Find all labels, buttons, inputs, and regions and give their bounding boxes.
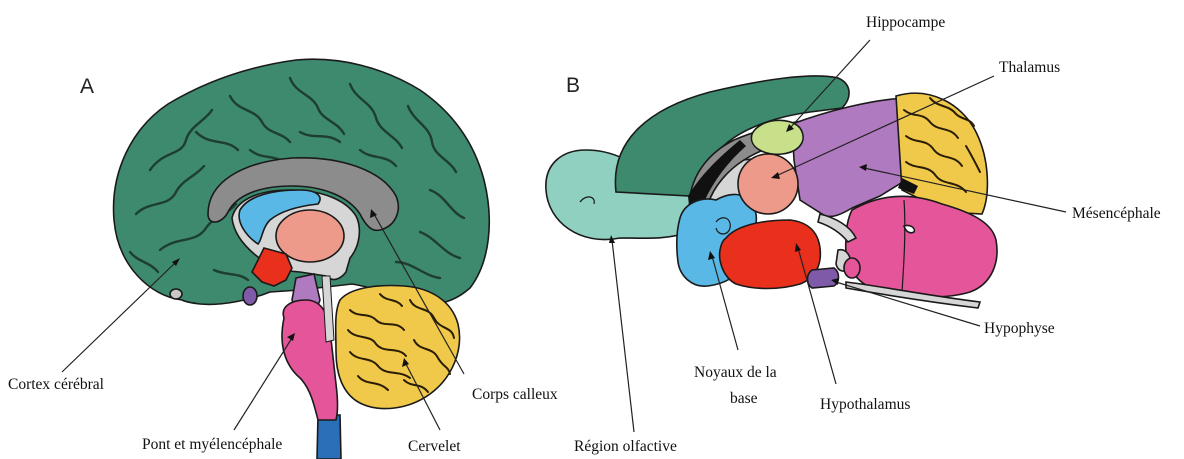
label-hippocampe: Hippocampe [866, 14, 945, 31]
panel-b-diagram: B [546, 74, 997, 308]
hippocampus-b [751, 120, 803, 154]
label-noyaux-line2: base [730, 390, 758, 407]
label-hypothalamus: Hypothalamus [820, 396, 910, 413]
panel-a-diagram: A [80, 59, 489, 459]
thalamus-b [738, 154, 798, 214]
label-hypophyse: Hypophyse [984, 320, 1055, 337]
label-cervelet: Cervelet [408, 438, 461, 455]
hypothalamus-b [720, 220, 821, 289]
label-corps-calleux: Corps calleux [472, 386, 558, 403]
pituitary-a [243, 287, 257, 305]
label-cortex-cerebral: Cortex cérébral [8, 376, 104, 393]
olfactory-bulb-a [170, 289, 182, 299]
label-region-olfactive: Région olfactive [574, 438, 677, 455]
spinal-cord [317, 415, 341, 459]
panel-b-letter: B [566, 74, 580, 97]
label-pont-myelencephale: Pont et myélencéphale [142, 436, 282, 453]
labels-panel-a: Cortex cérébral Corps calleux Pont et my… [8, 376, 558, 455]
label-noyaux-line1: Noyaux de la [694, 364, 777, 381]
label-mesencephale: Mésencéphale [1072, 205, 1161, 222]
panel-a-letter: A [80, 75, 94, 98]
pituitary-b [808, 268, 839, 288]
label-thalamus: Thalamus [999, 59, 1060, 76]
cerebellum-a [336, 286, 460, 409]
mammillary-b [844, 258, 860, 278]
